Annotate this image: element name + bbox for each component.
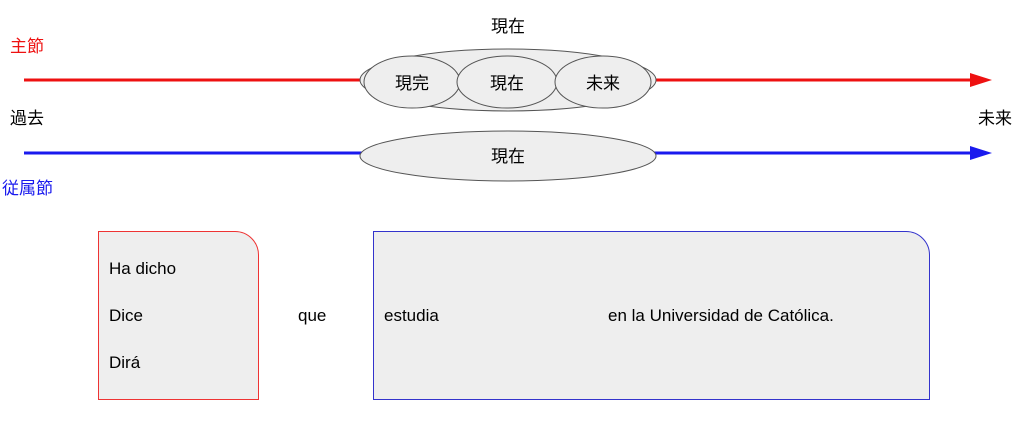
main-verbs-box bbox=[98, 231, 259, 400]
connector-que: que bbox=[298, 306, 327, 325]
oval-future bbox=[554, 55, 652, 109]
oval-present-label: 現在 bbox=[490, 74, 524, 94]
sub-verb-estudia: estudia bbox=[384, 306, 439, 325]
main-verb-dira: Dirá bbox=[109, 353, 141, 372]
main-clause-label: 主節 bbox=[10, 37, 44, 57]
main-verb-ha-dicho: Ha dicho bbox=[109, 259, 177, 278]
sub-clause-rest: en la Universidad de Católica. bbox=[608, 306, 834, 325]
past-label: 過去 bbox=[10, 109, 44, 129]
sub-clause-label: 従属節 bbox=[2, 179, 53, 199]
oval-future-label: 未来 bbox=[586, 74, 620, 94]
sub-clause-box bbox=[373, 231, 930, 400]
sub-clause-arrowhead bbox=[970, 146, 992, 160]
main-clause-arrowhead bbox=[970, 73, 992, 87]
main-verb-dice: Dice bbox=[109, 306, 144, 325]
future-label: 未来 bbox=[978, 109, 1012, 129]
present-top-label: 現在 bbox=[491, 17, 525, 37]
oval-present-perfect-label: 現完 bbox=[395, 74, 429, 94]
oval-sub-present-label: 現在 bbox=[491, 147, 525, 167]
oval-sub-present bbox=[359, 130, 657, 182]
